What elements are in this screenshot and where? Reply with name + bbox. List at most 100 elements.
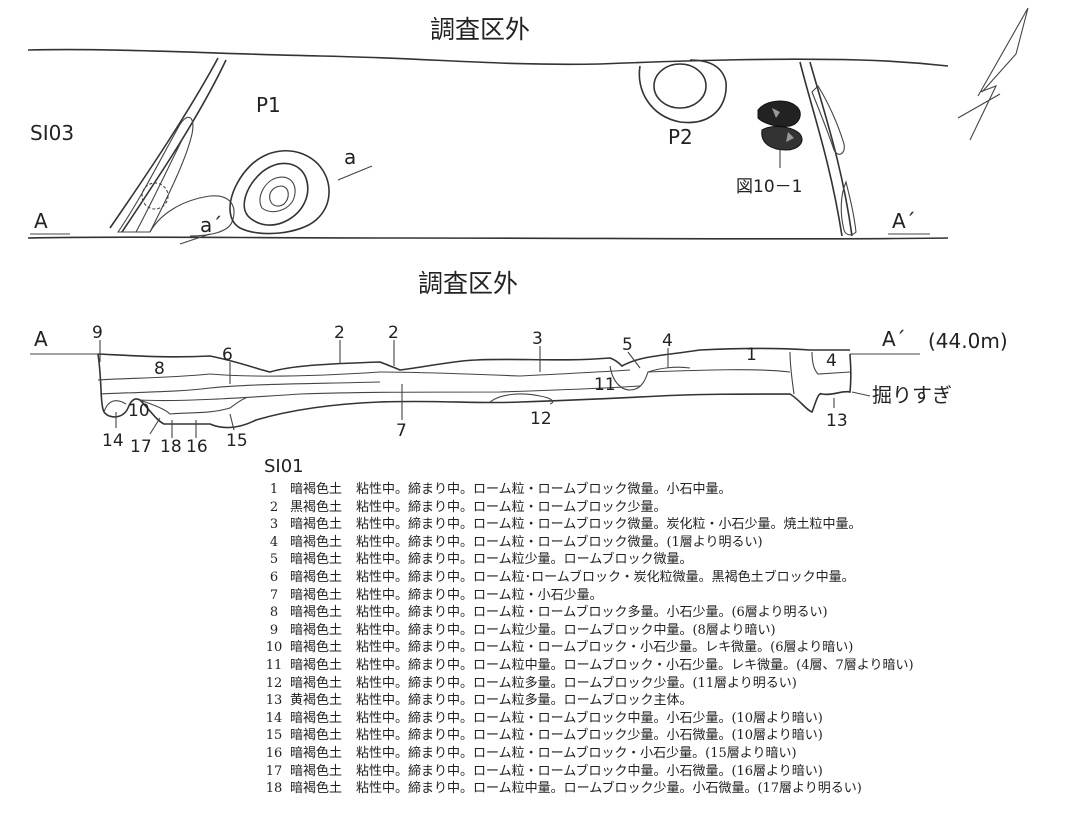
legend-row: 6 暗褐色土粘性中。締まり中。ローム粒･ロームブロック・炭化粒微量。黒褐色土ブロッ… [262,569,1072,587]
layer-label-4b: 4 [826,351,837,371]
section-A-left-label: A [34,327,48,351]
legend-description: 粘性中。締まり中。ローム粒・ロームブロック微量。(1層より明るい) [356,534,763,550]
layer-label-14: 14 [102,431,124,451]
legend-description: 粘性中。締まり中。ローム粒・ロームブロック多量。小石少量。(6層より明るい) [356,605,828,621]
legend-soil-type: 黒褐色土 [290,499,343,515]
section-elevation: (44.0m) [928,329,1008,353]
layer-label-5: 5 [622,335,633,355]
legend-layer-number: 10 [265,640,283,656]
plan-a-bottom-mark [179,233,211,245]
legend-soil-type: 暗褐色土 [290,517,343,533]
legend-description: 粘性中。締まり中。ローム粒・ロームブロック少量。 [356,499,667,515]
layer-label-3: 3 [532,329,543,349]
legend-soil-type: 暗褐色土 [290,605,343,621]
layer-label-16: 16 [186,437,208,457]
legend-soil-type: 暗褐色土 [290,587,343,603]
legend-soil-type: 暗褐色土 [290,710,343,726]
legend-description: 粘性中。締まり中。ローム粒少量。ロームブロック微量。 [356,552,693,568]
layer-label-2a: 2 [334,323,345,343]
legend-row: 7 暗褐色土粘性中。締まり中。ローム粒・小石少量。 [262,587,1072,605]
plan-small-pit [141,182,169,210]
legend-description: 粘性中。締まり中。ローム粒少量。ロームブロック中量。(8層より暗い) [356,622,776,638]
plan-p1-mid [243,162,309,226]
layer-label-17: 17 [130,437,152,457]
legend-layer-number: 17 [265,763,283,779]
layer-label-8: 8 [154,359,165,379]
legend-description: 粘性中。締まり中。ローム粒・ロームブロック・小石少量。(15層より暗い) [356,745,797,761]
section-layer-10-15 [139,397,247,415]
legend-row: 2 黒褐色土粘性中。締まり中。ローム粒・ロームブロック少量。 [262,499,1072,517]
legend-description: 粘性中。締まり中。ローム粒多量。ロームブロック主体。 [356,693,693,709]
legend-layer-number: 18 [265,781,283,797]
legend-description: 粘性中。締まり中。ローム粒中量。ロームブロック少量。小石微量。(17層より明るい… [356,781,862,797]
plan-view: 調査区外 図10－1 SI03 P1 [27,7,1029,245]
legend-soil-type: 暗褐色土 [290,534,343,550]
legend-soil-type: 暗褐色土 [290,552,343,568]
section-layer-7 [139,385,641,402]
legend-row: 4 暗褐色土粘性中。締まり中。ローム粒・ロームブロック微量。(1層より明るい) [262,534,1072,552]
legend-description: 粘性中。締まり中。ローム粒・ロームブロック微量。小石中量。 [356,482,732,497]
plan-right-feature [811,85,845,155]
legend-soil-type: 暗褐色土 [290,763,343,779]
plan-a-top-label: a [344,145,356,169]
section-layer-8-bottom [99,381,381,395]
layer-label-15: 15 [226,431,248,451]
legend-soil-type: 暗褐色土 [290,745,343,761]
legend-description: 粘性中。締まり中。ローム粒・ロームブロック・小石少量。レキ微量。(6層より暗い) [356,640,854,656]
plan-A-right-label: A´ [892,209,916,233]
legend-soil-type: 暗褐色土 [290,569,343,585]
legend-row: 18 暗褐色土粘性中。締まり中。ローム粒中量。ロームブロック少量。小石微量。(17… [262,780,1072,798]
plan-right-pit [840,180,857,236]
plan-p1-label: P1 [256,93,281,117]
layer-label-12: 12 [530,409,552,429]
legend-description: 粘性中。締まり中。ローム粒･ロームブロック・炭化粒微量。黒褐色土ブロック中量。 [356,569,855,585]
legend-layer-number: 8 [269,605,279,621]
plan-p1-outer [229,149,330,235]
legend-description: 粘性中。締まり中。ローム粒・小石少量。 [356,587,603,603]
layer-label-4a: 4 [662,331,673,351]
legend-layer-number: 4 [269,534,279,550]
legend-row: 8 暗褐色土粘性中。締まり中。ローム粒・ロームブロック多量。小石少量。(6層より明… [262,604,1072,622]
plan-stone-cluster [757,100,803,151]
section-layer-11 [609,365,791,391]
legend-layer-number: 5 [269,552,279,568]
layer-label-9: 9 [92,323,103,343]
legend-soil-type: 暗褐色土 [290,482,343,497]
layer-label-1: 1 [746,345,757,365]
legend-layer-number: 3 [269,517,279,533]
legend-description: 粘性中。締まり中。ローム粒中量。ロームブロック・小石少量。レキ微量。(4層、7層… [356,657,914,673]
plan-outside-label: 調査区外 [430,15,530,44]
legend-row: 3 暗褐色土粘性中。締まり中。ローム粒・ロームブロック微量。炭化粒・小石少量。焼土… [262,516,1072,534]
section-layer-14 [103,400,127,413]
legend-layer-number: 2 [269,499,279,515]
legend-description: 粘性中。締まり中。ローム粒・ロームブロック中量。小石少量。(10層より暗い) [356,710,823,726]
plan-right-wall [799,61,853,237]
plan-bottom-boundary [27,236,949,240]
legend-soil-type: 暗褐色土 [290,675,343,691]
layer-label-18: 18 [160,437,182,457]
legend-soil-type: 暗褐色土 [290,781,343,797]
section-layer-12 [489,393,554,405]
layer-label-13: 13 [826,411,848,431]
legend-layer-number: 15 [265,728,283,744]
plan-si03-wall [109,57,227,233]
section-layer-4 [811,351,851,375]
legend-layer-number: 6 [269,569,279,585]
section-layer-8-top [97,373,211,381]
legend-soil-type: 暗褐色土 [290,728,343,744]
legend-description: 粘性中。締まり中。ローム粒・ロームブロック微量。炭化粒・小石少量。焼土粒中量。 [356,517,862,533]
section-layer-1-wall [789,351,795,395]
legend-layer-number: 7 [269,587,279,603]
